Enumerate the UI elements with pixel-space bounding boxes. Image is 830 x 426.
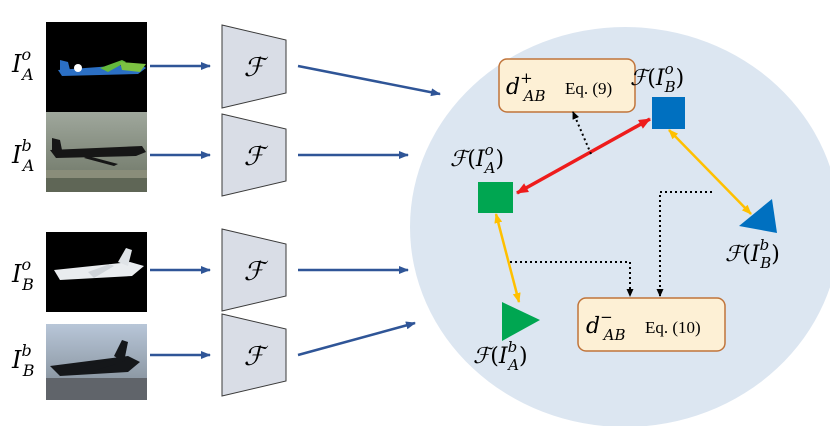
positive-distance-label: d+AB — [506, 69, 546, 105]
feature-IA-b-triangle — [502, 302, 540, 341]
dotted-arrow-B-to-negative-distance — [656, 191, 712, 297]
arrow-encoder-to-space-4 — [297, 321, 416, 357]
thumbnail-image-IB-b — [46, 324, 147, 400]
positive-distance-box: d+AB Eq. (9) — [498, 58, 636, 113]
yellow-arrow-A — [494, 213, 521, 303]
thumbnail-image-IA-b — [46, 112, 147, 192]
arrow-encoder-to-space-1 — [297, 64, 441, 97]
feature-IA-o-square — [478, 182, 513, 213]
negative-distance-label: d−AB — [586, 308, 626, 344]
negative-distance-box: d−AB Eq. (10) — [577, 297, 726, 352]
encoder-block-3: ℱ — [221, 228, 287, 312]
negative-distance-equation-ref: Eq. (10) — [645, 318, 701, 337]
positive-pair-arrow — [516, 117, 651, 195]
feature-IB-b-triangle — [739, 199, 777, 233]
thumbnail-image-IA-o — [46, 22, 147, 112]
encoder-block-2: ℱ — [221, 113, 287, 197]
thumbnail-image-IB-o — [46, 232, 147, 312]
encoder-block-1: ℱ — [221, 24, 287, 109]
positive-distance-equation-ref: Eq. (9) — [565, 79, 612, 98]
dotted-arrow-A-to-negative-distance — [510, 261, 634, 297]
yellow-arrow-B — [668, 129, 752, 215]
encoder-block-4: ℱ — [221, 313, 287, 397]
feature-IB-o-square — [652, 97, 685, 129]
